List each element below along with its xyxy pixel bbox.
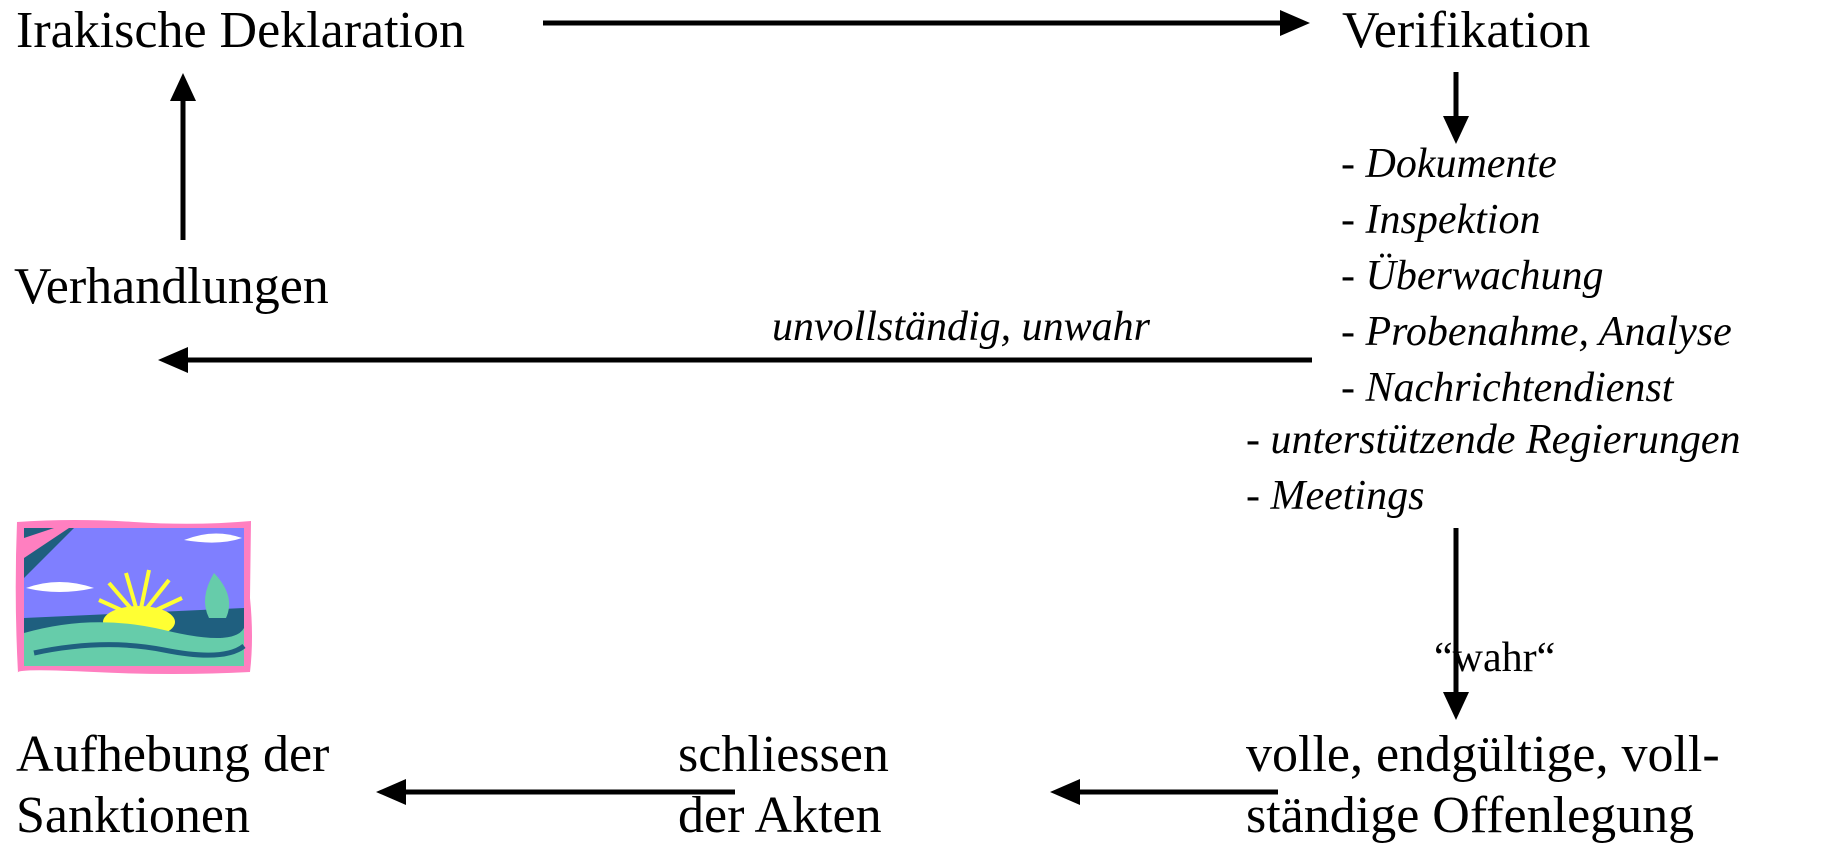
arrowhead-methods: [1443, 116, 1469, 144]
method-item: - Nachrichtendienst: [1341, 365, 1674, 411]
arrowhead-declaration: [170, 73, 196, 101]
node-verification: Verifikation: [1342, 2, 1591, 59]
disclosure-line-1: volle, endgültige, voll-: [1246, 726, 1720, 783]
method-item: - Dokumente: [1341, 141, 1557, 187]
arrowhead-close: [1050, 779, 1080, 805]
close-line-1: schliessen: [678, 726, 889, 783]
node-close-files: schliessen der Akten: [678, 724, 889, 847]
disclosure-line-2: ständige Offenlegung: [1246, 787, 1695, 845]
edge-label-incomplete: unvollständig, unwahr: [772, 304, 1151, 350]
arrowhead-verification: [1280, 10, 1310, 36]
edge-label-true: “wahr“: [1434, 635, 1556, 681]
verification-methods-list: - Dokumente - Inspektion - Überwachung -…: [1341, 136, 1732, 416]
method-item: - Probenahme, Analyse: [1341, 309, 1732, 355]
arrowhead-lifting: [376, 779, 406, 805]
node-negotiations: Verhandlungen: [14, 258, 329, 315]
lifting-line-1: Aufhebung der: [16, 726, 330, 783]
extra-sources-list: - unterstützende Regierungen - Meetings: [1246, 412, 1741, 524]
arrowhead-negotiations: [158, 347, 188, 373]
sunrise-landscape-icon: [15, 520, 253, 674]
lifting-line-2: Sanktionen: [16, 787, 250, 845]
arrowhead-disclosure: [1443, 692, 1469, 720]
method-item: - Inspektion: [1341, 197, 1541, 243]
source-item: - unterstützende Regierungen: [1246, 417, 1741, 463]
source-item: - Meetings: [1246, 473, 1425, 519]
method-item: - Überwachung: [1341, 253, 1604, 299]
node-lifting-sanctions: Aufhebung der Sanktionen: [16, 724, 329, 847]
node-iraqi-declaration: Irakische Deklaration: [16, 2, 466, 59]
node-full-disclosure: volle, endgültige, voll- ständige Offenl…: [1246, 724, 1720, 847]
close-line-2: der Akten: [678, 787, 882, 845]
